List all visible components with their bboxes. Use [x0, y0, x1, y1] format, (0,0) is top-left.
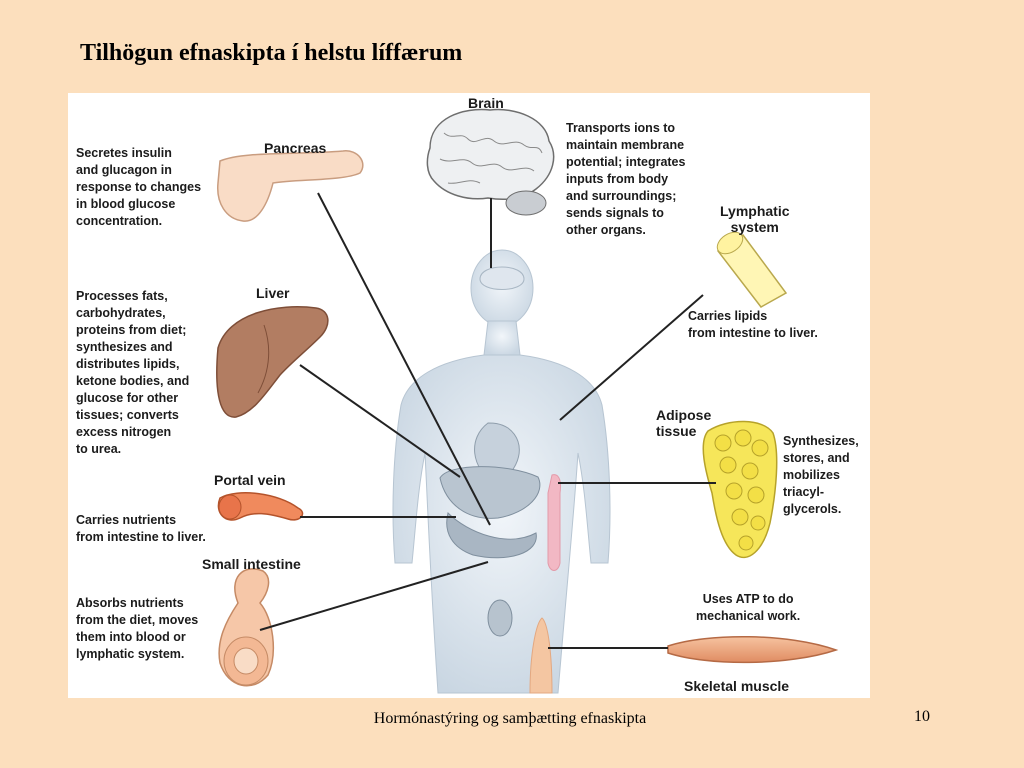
portal-vein-description: Carries nutrients from intestine to live…: [76, 513, 206, 544]
lymphatic-description: Carries lipids from intestine to liver.: [688, 309, 818, 340]
pancreas-description: Secretes insulin and glucagon in respons…: [76, 146, 202, 228]
human-body: [392, 249, 611, 694]
adipose-label: Adipose tissue: [656, 407, 712, 439]
small-intestine-image: [218, 561, 489, 687]
lymphatic-label: Lymphatic system: [720, 203, 790, 235]
liver-description: Processes fats, carbohydrates, proteins …: [76, 289, 190, 456]
diagram-panel: Brain Transports ions to maintain membra…: [68, 93, 870, 698]
skeletal-muscle-description: Uses ATP to do mechanical work.: [696, 592, 801, 623]
liver-label: Liver: [256, 285, 290, 301]
portal-vein-image: [217, 492, 456, 521]
lymphatic-image: [559, 231, 788, 421]
slide-title: Tilhögun efnaskipta í helstu líffærum: [80, 40, 463, 66]
small-intestine-label: Small intestine: [202, 556, 301, 572]
portal-vein-label: Portal vein: [214, 472, 286, 488]
skeletal-muscle-image: [548, 636, 839, 664]
pancreas-image: [217, 150, 491, 526]
skeletal-muscle-label: Skeletal muscle: [684, 678, 790, 694]
brain-description: Transports ions to maintain membrane pot…: [566, 121, 686, 237]
brain-label: Brain: [468, 95, 504, 111]
adipose-image: [558, 420, 778, 559]
small-intestine-description: Absorbs nutrients from the diet, moves t…: [76, 596, 199, 661]
slide-footer: Hormónastýring og samþætting efnaskipta: [373, 710, 647, 727]
adipose-description: Synthesizes, stores, and mobilizes triac…: [783, 434, 859, 516]
liver-image: [216, 306, 461, 478]
pancreas-label: Pancreas: [264, 140, 327, 156]
diagram-canvas: [216, 108, 839, 694]
brain-image: [426, 108, 555, 268]
page-number: 10: [914, 708, 930, 725]
